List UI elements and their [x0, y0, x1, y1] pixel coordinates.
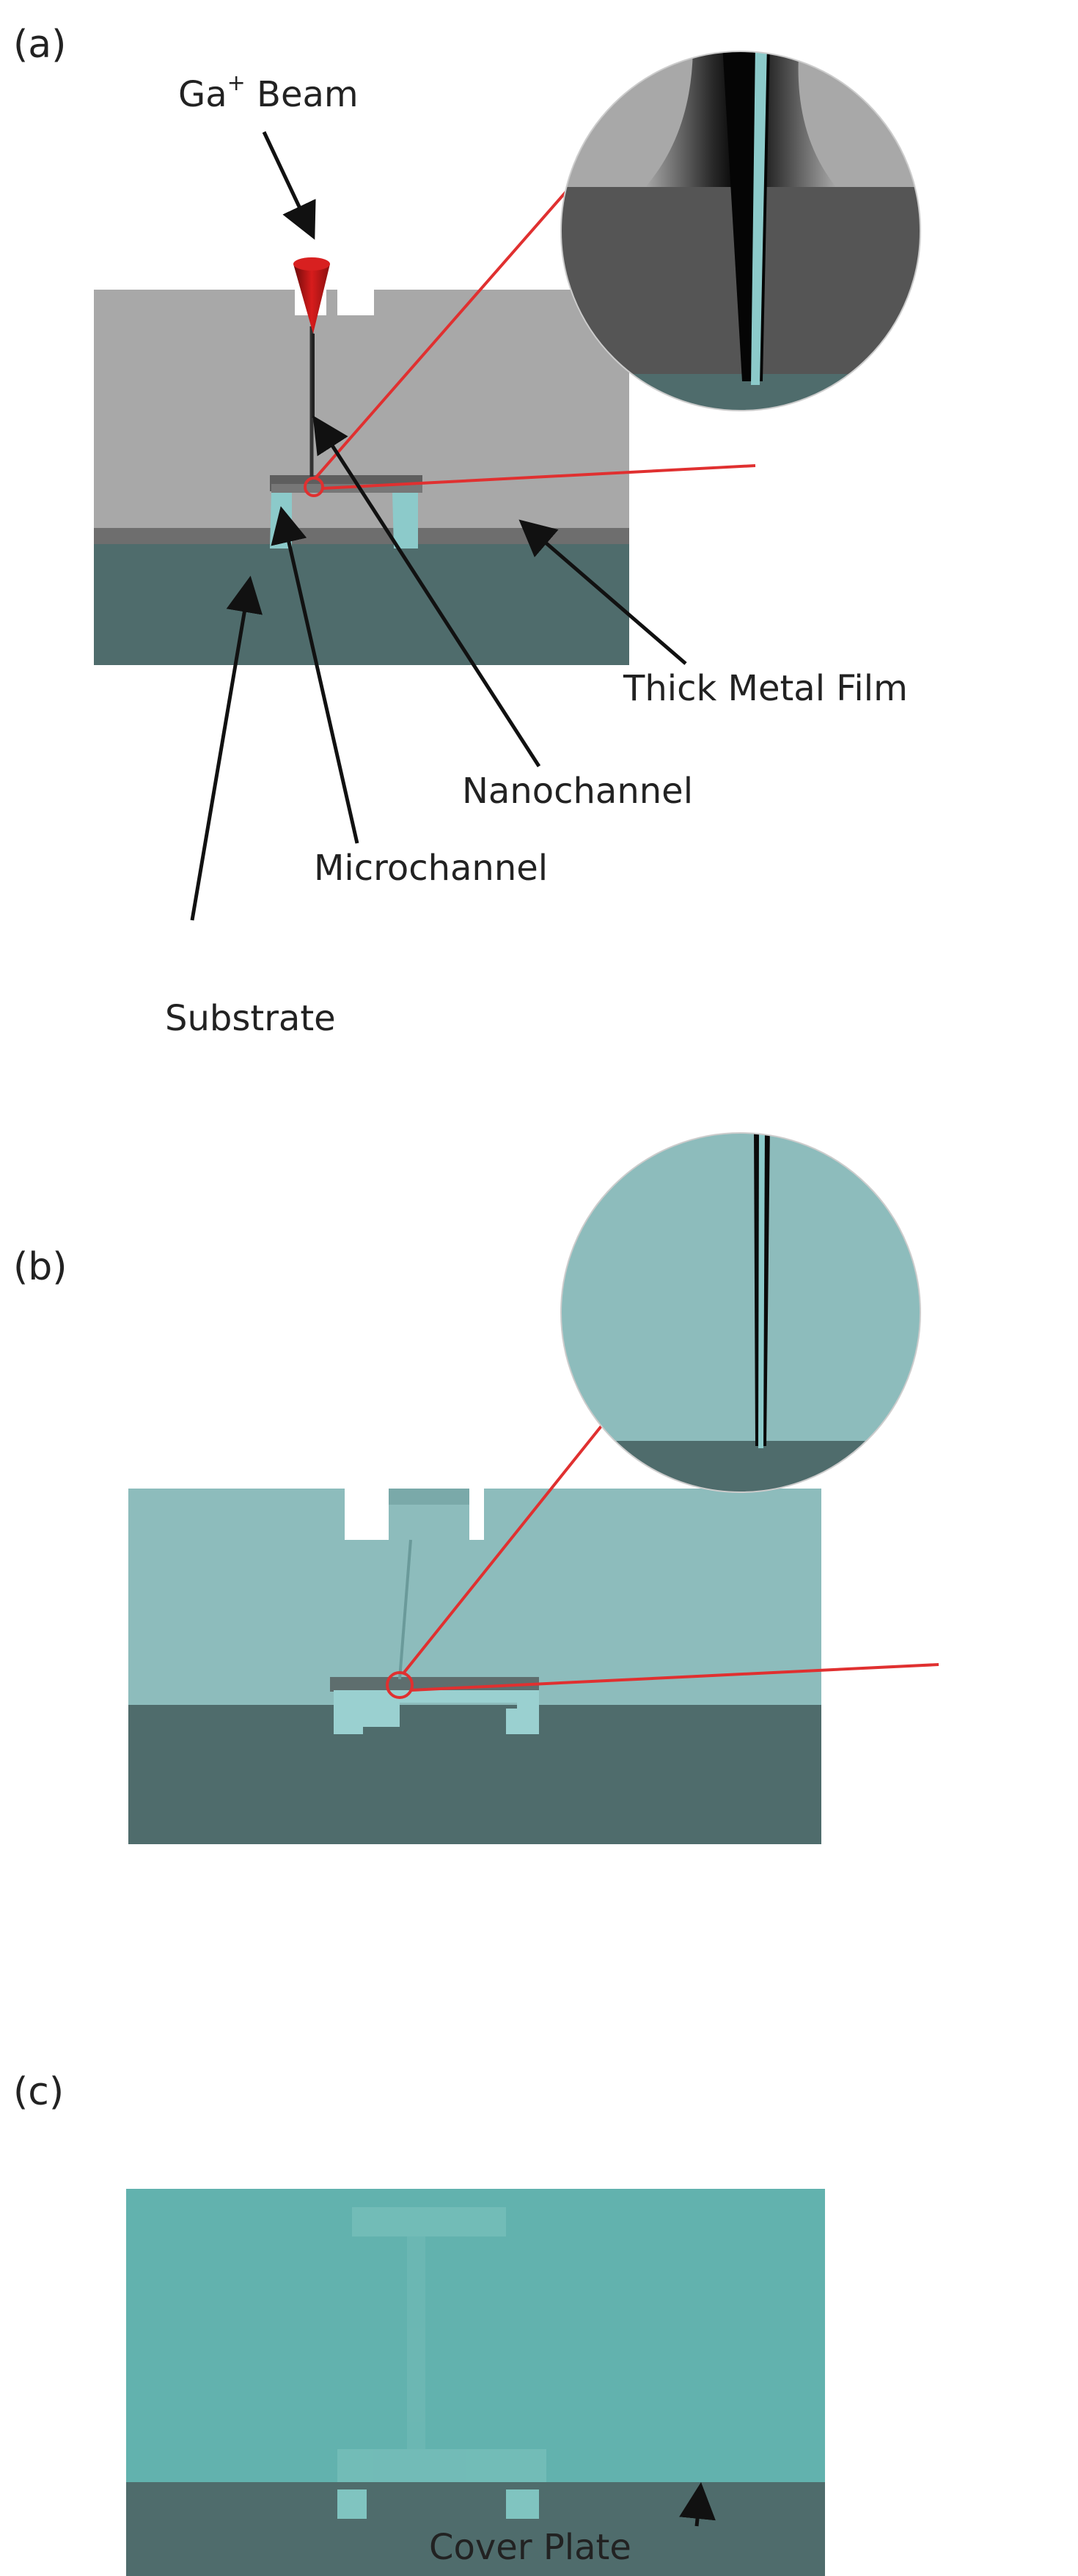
thick-metal-film-arrow [518, 519, 687, 665]
cover-plate-label: Cover Plate [429, 2527, 631, 2568]
nanochannel-filled-block-b [128, 1489, 821, 1705]
microchannel-arrow [271, 506, 359, 844]
substrate-a [94, 544, 629, 665]
panel-c: (c) Cover Plate [13, 2070, 825, 2576]
cover-plate-arrow-stem [679, 2482, 716, 2527]
panel-b: (b) [13, 1132, 939, 1844]
ga-beam-label: Ga+ Beam [178, 70, 359, 115]
microchannel-b [330, 1677, 539, 1734]
zoom-inset-b-border [560, 1132, 921, 1493]
panel-a: (a) [13, 23, 921, 1039]
zoom-line-a-2 [322, 464, 756, 490]
cover-plate-block [126, 2189, 825, 2482]
substrate-arrow [190, 576, 263, 921]
buried-channels-c [337, 2207, 546, 2482]
zoom-target-b [386, 1671, 414, 1699]
microchannel-left-c [337, 2489, 367, 2519]
zoom-line-a-1 [314, 142, 610, 480]
nanochannel-arrow [312, 415, 541, 768]
zoom-line-b-2 [410, 1663, 939, 1692]
ga-beam-cone [293, 257, 330, 418]
nanochannel-label: Nanochannel [462, 771, 693, 812]
microchannel-label: Microchannel [314, 848, 548, 889]
ga-beam-arrow [262, 131, 316, 241]
panel-label-b: (b) [13, 1245, 67, 1289]
metal-film-block-a [94, 290, 629, 544]
thick-metal-film-label: Thick Metal Film [623, 668, 908, 709]
substrate-b [128, 1705, 821, 1844]
substrate-label: Substrate [165, 998, 336, 1039]
microchannel-right-c [506, 2489, 539, 2519]
panel-label-c: (c) [13, 2070, 64, 2114]
zoom-inset-b [561, 1133, 920, 1492]
zoom-inset-a-border [560, 51, 921, 411]
nanochannel-b [398, 1539, 412, 1680]
panel-label-a: (a) [13, 23, 66, 67]
